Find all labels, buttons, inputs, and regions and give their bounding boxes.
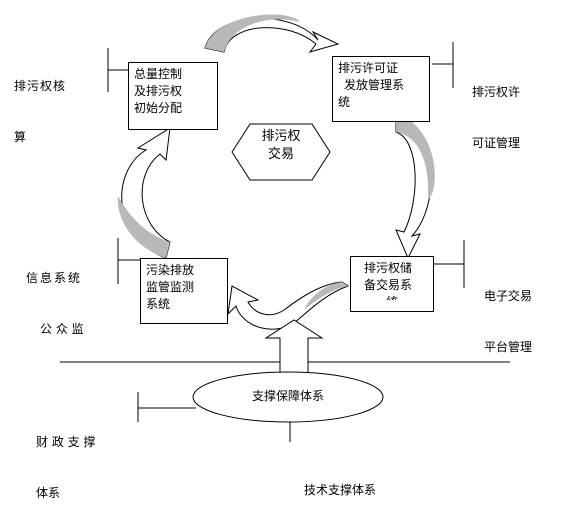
- support-label: 支撑保障体系: [252, 389, 325, 403]
- label-ecommerce-line1: 电子交易: [484, 289, 533, 303]
- monitor-system-line1: 污染排放: [146, 263, 195, 277]
- total-control-line1: 总量控制: [134, 67, 183, 81]
- center-label-line1: 排污权: [261, 129, 301, 144]
- label-info-public-line2: 公 众 监: [40, 322, 84, 336]
- center-hexagon: [231, 123, 331, 181]
- diagram-canvas: [60, 14, 510, 442]
- permit-system-box: 排污许可证 发放管理系 统: [332, 56, 430, 122]
- permit-system-line1: 排污许可证: [338, 61, 399, 75]
- label-info-public-line1: 信息系统: [26, 271, 83, 285]
- cycle-arrow-right: [395, 111, 435, 260]
- label-finance: 财 政 支 撑 体系: [36, 400, 95, 519]
- label-ecommerce: 电子交易 平台管理: [484, 254, 532, 373]
- label-finance-line1: 财 政 支 撑: [36, 435, 96, 449]
- reserve-trade-line3: 统: [356, 294, 428, 300]
- cycle-arrow-bottom: [227, 281, 350, 330]
- total-control-box: 总量控制 及排污权 初始分配: [128, 62, 218, 130]
- label-permit-mgmt-line2: 可证管理: [472, 136, 521, 150]
- monitor-system-line3: 系统: [146, 297, 171, 311]
- label-accounting: 排污权核 算: [14, 44, 66, 163]
- label-info-public: 信息系统 公 众 监: [26, 236, 84, 355]
- label-tech-support: 技术支撑体系: [304, 448, 376, 516]
- label-accounting-line1: 排污权核: [14, 79, 67, 93]
- support-ellipse: [192, 371, 384, 423]
- total-control-line2: 及排污权: [134, 84, 183, 98]
- label-tech-support-line1: 技术支撑体系: [304, 483, 377, 497]
- center-label: 排污权 交易: [248, 128, 314, 164]
- label-permit-mgmt-line1: 排污权许: [472, 85, 521, 99]
- monitor-system-line2: 监管监测: [146, 280, 195, 294]
- center-label-line2: 交易: [267, 147, 294, 162]
- support-up-arrow: [264, 319, 324, 376]
- label-permit-mgmt: 排污权许 可证管理: [472, 50, 520, 169]
- label-ecommerce-line2: 平台管理: [484, 340, 533, 354]
- label-accounting-line2: 算: [14, 130, 27, 144]
- label-finance-line2: 体系: [36, 486, 61, 500]
- reserve-trade-box: 排污权储 备交易系 统: [350, 256, 434, 312]
- total-control-line3: 初始分配: [134, 101, 183, 115]
- reserve-trade-line1: 排污权储: [364, 261, 413, 275]
- permit-system-line3: 统: [338, 95, 351, 109]
- monitor-system-box: 污染排放 监管监测 系统: [140, 258, 228, 324]
- cycle-arrow-top: [204, 14, 340, 53]
- permit-system-line2: 发放管理系: [344, 78, 405, 92]
- side-brackets: [107, 42, 465, 422]
- cycle-arrow-left: [117, 127, 171, 259]
- reserve-trade-line2: 备交易系: [364, 278, 413, 292]
